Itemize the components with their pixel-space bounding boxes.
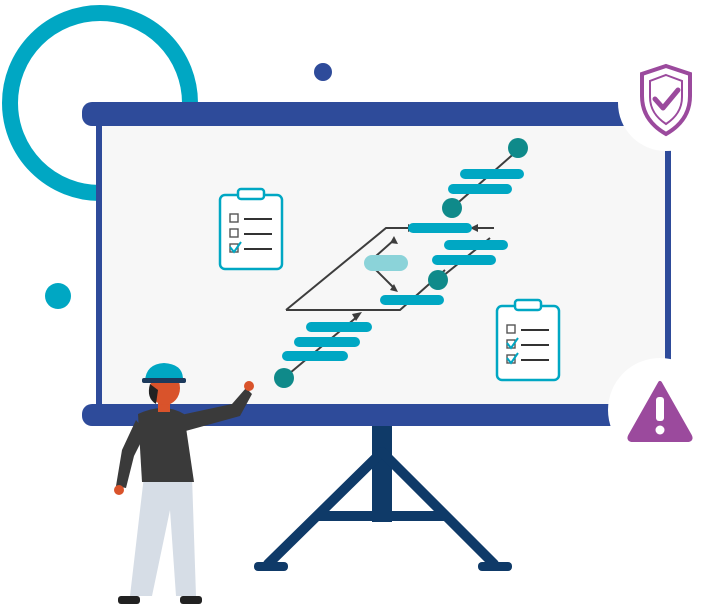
clipboard-checklist-icon <box>495 298 561 382</box>
board-right-edge <box>665 112 671 362</box>
board-stand <box>254 420 512 571</box>
decor-dot-navy <box>314 63 332 81</box>
presenter-hand-left <box>114 485 124 495</box>
flow-diagram <box>274 138 528 388</box>
presenter-left-arm <box>116 420 146 488</box>
presenter-torso <box>138 408 194 482</box>
hard-hat-brim <box>142 378 186 383</box>
board-left-edge <box>96 112 102 415</box>
board-top-bar <box>82 102 660 126</box>
diagram-nodes <box>274 138 528 388</box>
presenter-figure <box>114 363 254 604</box>
diagram-decision-pill <box>364 255 408 271</box>
presenter-legs <box>130 476 196 596</box>
hard-hat-icon <box>145 363 183 381</box>
diagram-bars <box>282 169 524 361</box>
clipboard-checklist-icon <box>218 187 284 271</box>
warning-icon <box>608 358 712 462</box>
presenter-hand-raised <box>244 381 254 391</box>
presenter-raised-arm <box>176 388 252 432</box>
presenter-shoe-right <box>180 596 202 604</box>
presenter-hair <box>148 384 158 404</box>
shield-check-icon <box>618 55 714 151</box>
presenter-shoe-left <box>118 596 140 604</box>
decor-dot-teal <box>45 283 71 309</box>
